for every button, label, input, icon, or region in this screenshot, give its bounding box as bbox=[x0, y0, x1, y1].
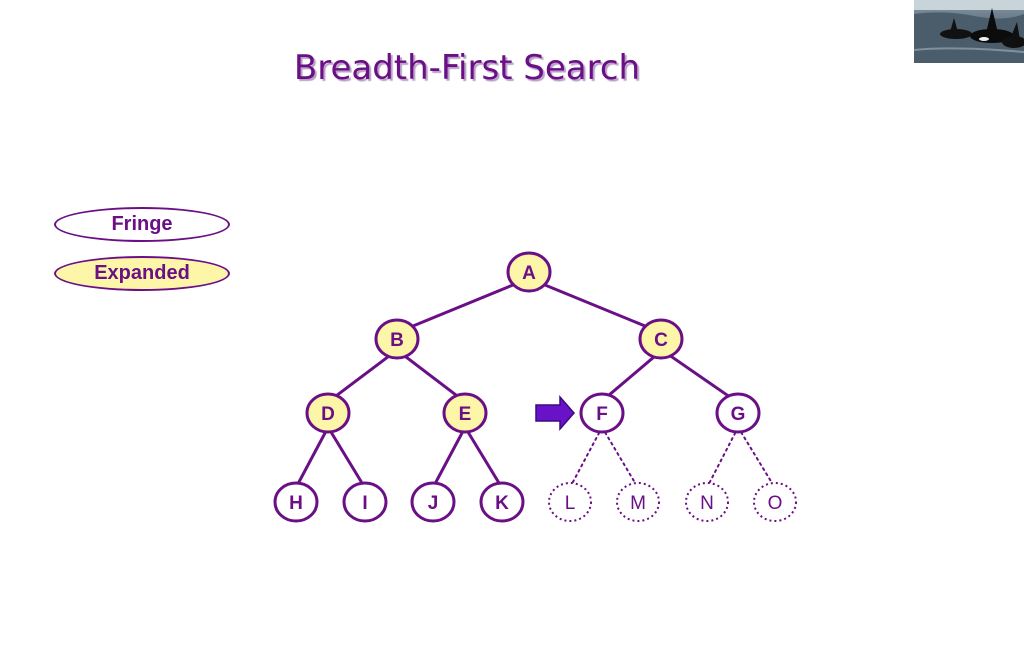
edge-C-F bbox=[605, 353, 658, 399]
edge-B-D bbox=[332, 352, 393, 400]
edge-B-E bbox=[401, 352, 461, 400]
edge-F-M bbox=[604, 431, 636, 484]
edge-D-I bbox=[329, 430, 364, 485]
node-label-K: K bbox=[495, 493, 509, 514]
node-O: O bbox=[753, 482, 797, 522]
node-label-A: A bbox=[522, 263, 536, 284]
node-D: D bbox=[305, 392, 351, 434]
orca-photo bbox=[914, 0, 1024, 63]
legend-expanded-label: Expanded bbox=[94, 262, 190, 284]
edge-G-O bbox=[740, 431, 773, 484]
node-G: G bbox=[715, 392, 761, 434]
node-circle-H bbox=[273, 481, 319, 523]
node-circle-L bbox=[548, 482, 592, 522]
node-circle-I bbox=[342, 481, 388, 523]
node-circle-D bbox=[305, 392, 351, 434]
legend-expanded: Expanded bbox=[54, 256, 230, 291]
node-circle-M bbox=[616, 482, 660, 522]
node-C: C bbox=[638, 318, 684, 360]
node-label-M: M bbox=[630, 493, 646, 514]
slide-title: Breadth-First Search bbox=[293, 48, 641, 88]
node-circle-G bbox=[715, 392, 761, 434]
node-label-B: B bbox=[390, 330, 404, 351]
node-circle-K bbox=[479, 481, 525, 523]
node-circle-J bbox=[410, 481, 456, 523]
node-circle-E bbox=[442, 392, 488, 434]
edge-A-C bbox=[534, 280, 656, 331]
node-J: J bbox=[410, 481, 456, 523]
node-circle-F bbox=[579, 392, 625, 434]
node-N: N bbox=[685, 482, 729, 522]
node-M: M bbox=[616, 482, 660, 522]
node-label-H: H bbox=[289, 493, 303, 514]
node-circle-C bbox=[638, 318, 684, 360]
node-E: E bbox=[442, 392, 488, 434]
node-A: A bbox=[506, 251, 552, 293]
node-label-F: F bbox=[596, 404, 608, 425]
node-label-C: C bbox=[654, 330, 668, 351]
edge-G-N bbox=[708, 431, 737, 484]
node-label-E: E bbox=[459, 404, 472, 425]
node-label-O: O bbox=[768, 493, 783, 514]
node-K: K bbox=[479, 481, 525, 523]
node-label-J: J bbox=[428, 493, 439, 514]
node-circle-A bbox=[506, 251, 552, 293]
edge-C-G bbox=[665, 352, 734, 400]
right-arrow-icon bbox=[535, 395, 575, 431]
edge-E-K bbox=[466, 430, 501, 485]
legend-fringe-label: Fringe bbox=[111, 213, 173, 235]
node-L: L bbox=[548, 482, 592, 522]
node-F: F bbox=[579, 392, 625, 434]
node-label-G: G bbox=[731, 404, 746, 425]
node-label-I: I bbox=[362, 493, 367, 514]
edge-D-H bbox=[297, 431, 327, 484]
node-circle-N bbox=[685, 482, 729, 522]
node-B: B bbox=[374, 318, 420, 360]
node-I: I bbox=[342, 481, 388, 523]
edge-A-B bbox=[402, 280, 524, 331]
node-circle-B bbox=[374, 318, 420, 360]
edge-F-L bbox=[571, 431, 601, 484]
node-H: H bbox=[273, 481, 319, 523]
node-label-D: D bbox=[321, 404, 335, 425]
node-label-L: L bbox=[565, 493, 576, 514]
edge-E-J bbox=[434, 431, 464, 484]
node-circle-O bbox=[753, 482, 797, 522]
node-label-N: N bbox=[700, 493, 714, 514]
legend-fringe: Fringe bbox=[54, 207, 230, 242]
